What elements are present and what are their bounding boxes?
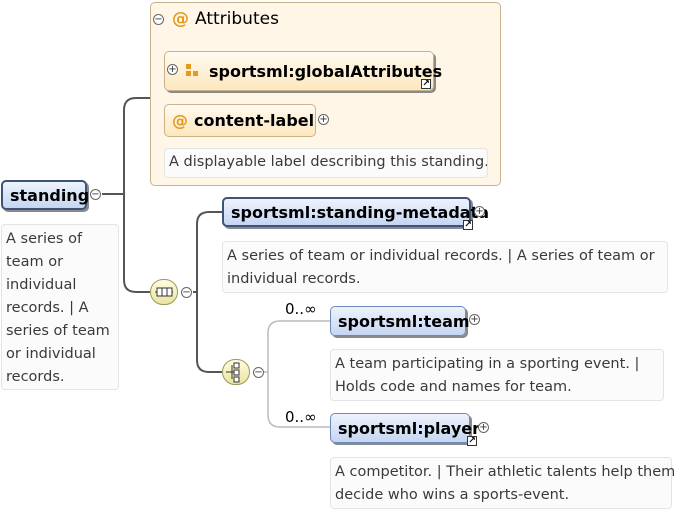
player-label: sportsml:player [338, 418, 480, 438]
standing-doc-line: individual [6, 277, 77, 293]
team-doc-line: Holds code and names for team. [335, 379, 572, 395]
team-label: sportsml:team [338, 311, 470, 331]
standing-label: standing [10, 185, 90, 205]
global-attributes-expand-icon[interactable]: + [167, 64, 178, 75]
standing-doc-line: series of team [6, 323, 110, 339]
sequence-to-metadata-line [193, 211, 222, 293]
at-icon: @ [172, 111, 188, 130]
player-doc: A competitor. | Their athletic talents h… [330, 457, 676, 509]
standing-metadata-doc-line: A series of team or individual records. … [227, 248, 655, 264]
player-element[interactable]: sportsml:player [330, 413, 480, 443]
choice-to-player-line [267, 372, 330, 428]
team-cardinality: 0..∞ [285, 300, 317, 318]
team-doc-line: A team participating in a sporting event… [335, 356, 640, 372]
content-label-doc: A displayable label describing this stan… [164, 148, 488, 178]
content-label-doc-text: A displayable label describing this stan… [169, 154, 488, 170]
team-doc: A team participating in a sporting event… [330, 349, 664, 401]
player-expand-icon[interactable]: + [478, 422, 489, 433]
player-link-icon[interactable]: ↗ [467, 436, 477, 446]
standing-element[interactable]: standing [1, 180, 90, 210]
standing-metadata-doc: A series of team or individual records. … [222, 241, 668, 293]
player-doc-line: decide who wins a sports-event. [335, 487, 570, 503]
standing-doc-line: A series of [6, 231, 83, 247]
attributes-title: @ Attributes [172, 9, 279, 29]
team-element[interactable]: sportsml:team [330, 306, 470, 336]
sequence-collapse-icon[interactable]: − [181, 287, 192, 298]
standing-metadata-label: sportsml:standing-metadata [231, 202, 490, 222]
standing-metadata-expand-icon[interactable]: + [474, 206, 485, 217]
team-expand-icon[interactable]: + [469, 314, 480, 325]
standing-doc-line: or individual [6, 346, 96, 362]
attributes-collapse-icon[interactable]: − [153, 14, 164, 25]
global-attributes-link-icon[interactable]: ↗ [421, 79, 431, 89]
root-to-sequence-line [123, 194, 150, 293]
player-doc-line: A competitor. | Their athletic talents h… [335, 464, 676, 480]
choice-to-team-line [264, 320, 330, 373]
standing-collapse-icon[interactable]: − [90, 189, 101, 200]
standing-doc-line: records. [6, 369, 65, 385]
choice-collapse-icon[interactable]: − [253, 367, 264, 378]
global-attributes-group[interactable]: sportsml:globalAttributes [164, 51, 442, 91]
player-cardinality: 0..∞ [285, 408, 317, 426]
choice-compositor-icon[interactable] [222, 359, 250, 385]
attributes-title-label: Attributes [195, 9, 279, 29]
content-label-text: content-label [194, 111, 315, 130]
at-icon: @ [172, 9, 189, 29]
standing-doc-line: records. | A [6, 300, 89, 316]
attribute-group-icon [186, 64, 200, 78]
root-to-attributes-line [102, 97, 150, 195]
standing-doc-line: team or [6, 254, 64, 270]
global-attributes-label: sportsml:globalAttributes [209, 61, 443, 81]
sequence-compositor-icon[interactable] [150, 279, 178, 305]
content-label-expand-icon[interactable]: + [318, 114, 329, 125]
standing-metadata-link-icon[interactable]: ↗ [463, 220, 473, 230]
standing-metadata-element[interactable]: sportsml:standing-metadata [222, 197, 489, 227]
standing-doc: A series of team or individual records. … [1, 224, 119, 390]
content-label-attribute[interactable]: @ content-label [164, 104, 316, 137]
sequence-to-choice-line [196, 292, 222, 373]
standing-metadata-doc-line: individual records. [227, 271, 361, 287]
